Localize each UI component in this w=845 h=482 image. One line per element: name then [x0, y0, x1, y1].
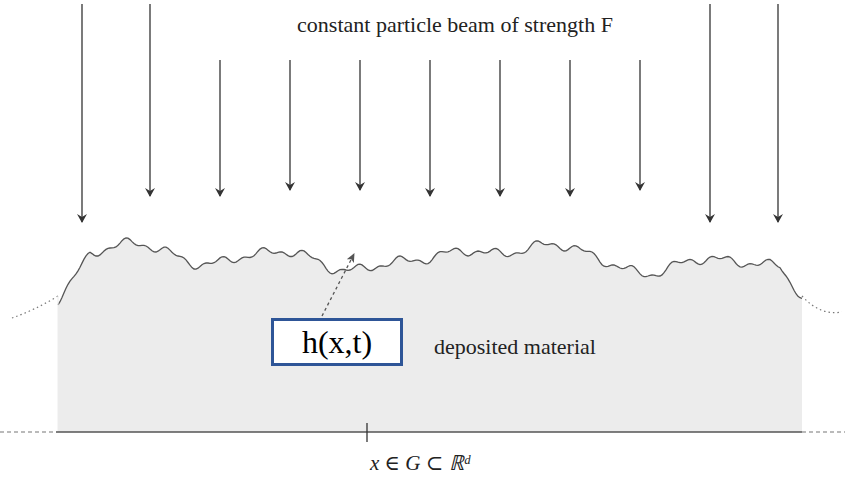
beam-arrow	[429, 60, 430, 196]
surface-extension	[802, 296, 842, 313]
surface-extension	[12, 296, 58, 318]
beam-arrow	[359, 60, 360, 190]
beam-arrow	[289, 60, 290, 190]
rough-surface	[58, 238, 802, 305]
beam-arrow	[709, 4, 710, 222]
beam-arrow	[219, 60, 220, 196]
base-extension	[0, 431, 56, 432]
beam-arrow	[81, 4, 82, 222]
variable-label: h(x,t)	[302, 324, 372, 361]
region-label: deposited material	[434, 334, 596, 360]
domain-label: x ∈ G ⊂ ℝᵈ	[370, 448, 470, 476]
height-leader	[322, 254, 354, 316]
beam-arrow	[639, 60, 640, 190]
beam-arrow	[149, 4, 150, 196]
variable-box: h(x,t)	[271, 318, 403, 366]
base-extension	[802, 431, 845, 432]
beam-arrow	[499, 60, 500, 196]
beam-arrow	[777, 4, 778, 222]
base-line	[56, 431, 802, 432]
beam-arrow	[569, 60, 570, 196]
deposited-region	[58, 238, 802, 432]
beam-caption: constant particle beam of strength F	[297, 12, 613, 38]
region-edge	[58, 296, 59, 432]
particle-beam	[82, 4, 778, 222]
position-tick	[366, 423, 367, 442]
